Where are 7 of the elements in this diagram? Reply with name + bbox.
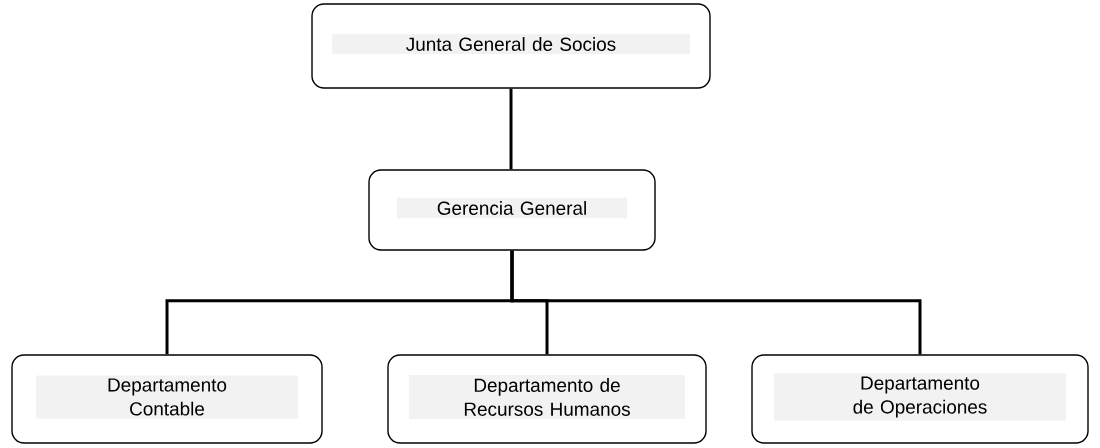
connector-line (510, 250, 922, 355)
org-box: Departamento Contable (11, 354, 323, 444)
org-box: Departamento de Operaciones (751, 354, 1089, 444)
connector-line (509, 88, 513, 170)
org-box: Departamento de Recursos Humanos (387, 354, 707, 444)
org-box: Gerencia General (368, 169, 656, 251)
org-box: Junta General de Socios (311, 3, 711, 89)
